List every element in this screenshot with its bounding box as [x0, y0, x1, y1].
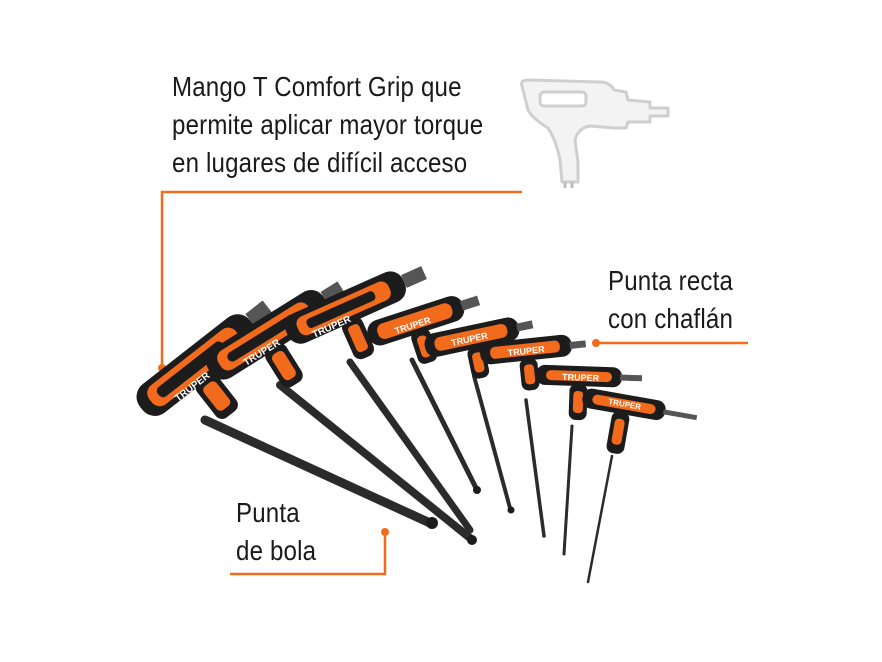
brand-label: TRUPER	[507, 344, 545, 358]
straight-tip-callout: Punta recta con chaflán	[608, 262, 733, 338]
straight-tip-callout-line1: Punta recta	[608, 265, 734, 296]
straight-tip-leader-dot	[592, 339, 600, 347]
hex-key-4: TRUPER	[367, 295, 481, 494]
t-handle-outline-icon	[520, 78, 670, 188]
ball-tip-leader-line	[230, 532, 387, 576]
ball-tip-callout: Punta de bola	[236, 494, 316, 570]
hex-key-1: TRUPER	[136, 300, 438, 529]
hex-key-8: TRUPER	[582, 388, 698, 584]
grip-callout-line1: Mango T Comfort Grip que	[172, 71, 462, 102]
hex-key-5: TRUPER	[424, 317, 534, 514]
brand-label: TRUPER	[562, 372, 600, 383]
grip-callout-line3: en lugares de difícil acceso	[172, 147, 468, 178]
hex-key-set: TRUPER TRUPER	[136, 266, 698, 584]
ball-tip-callout-line1: Punta	[236, 497, 300, 528]
hex-key-6: TRUPER	[480, 334, 587, 538]
grip-callout-line2: permite aplicar mayor torque	[172, 109, 484, 140]
grip-callout: Mango T Comfort Grip que permite aplicar…	[172, 68, 483, 182]
hex-key-7: TRUPER	[535, 364, 643, 556]
ball-tip-callout-line2: de bola	[236, 535, 317, 566]
straight-tip-callout-line2: con chaflán	[608, 303, 734, 334]
leader-lines	[158, 190, 748, 576]
grip-leader-line	[160, 190, 522, 368]
ball-tip-leader-dot	[381, 528, 389, 536]
